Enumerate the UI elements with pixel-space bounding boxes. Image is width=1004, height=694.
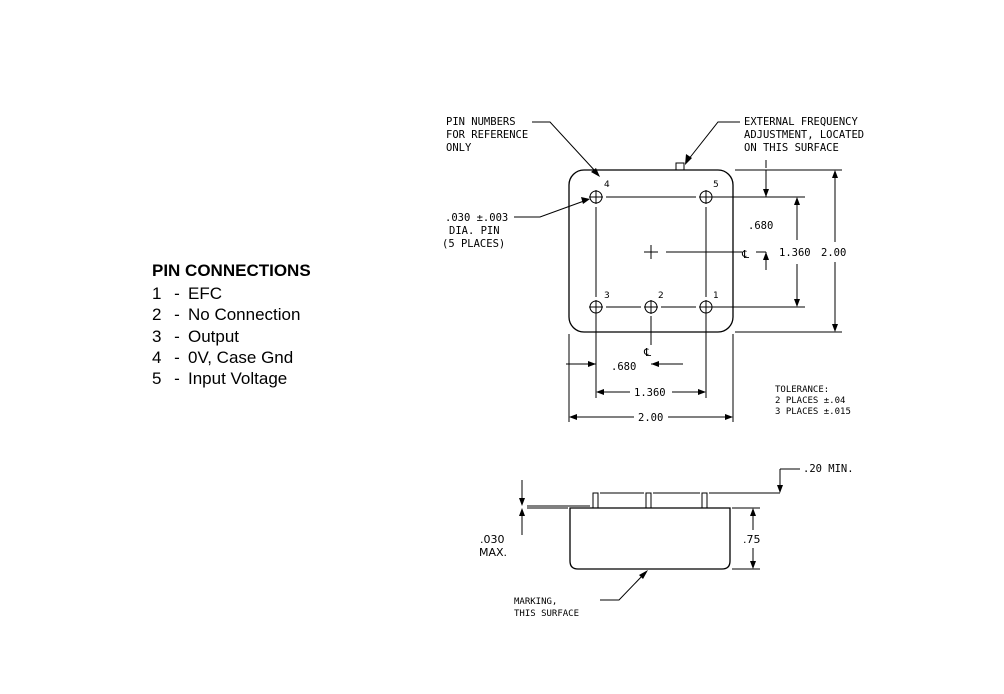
svg-text:(5 PLACES): (5 PLACES) bbox=[442, 238, 505, 250]
pin-numbers-note: PIN NUMBERS bbox=[446, 116, 516, 128]
efc-adjustment-tab bbox=[675, 162, 685, 170]
pin-number: 1 bbox=[152, 284, 162, 303]
centerline-symbol: ℄ bbox=[643, 346, 651, 359]
pin-label: 2 bbox=[658, 291, 664, 301]
pin-label: 3 bbox=[604, 291, 610, 301]
marking-note: MARKING, bbox=[514, 597, 557, 607]
pin-3 bbox=[589, 300, 603, 314]
pin-label: 1 bbox=[713, 291, 719, 301]
pin-4 bbox=[589, 190, 603, 204]
pin-label: 4 bbox=[604, 180, 610, 190]
svg-text:ONLY: ONLY bbox=[446, 142, 472, 154]
pin-connection-item: 5-Input Voltage bbox=[152, 369, 288, 389]
pin-diameter-note: .030 ±.003 bbox=[445, 212, 508, 224]
dim-height: .75 bbox=[743, 533, 761, 546]
dim-200-horizontal: 2.00 bbox=[638, 412, 663, 424]
dim-200-vertical: 2.00 bbox=[821, 247, 846, 259]
centerline-symbol: ℄ bbox=[741, 248, 749, 261]
tolerance-note: TOLERANCE: bbox=[775, 385, 829, 395]
pin-number: 4 bbox=[152, 347, 162, 367]
pin-1 bbox=[699, 300, 713, 314]
side-pin bbox=[701, 492, 708, 509]
pin-connection-item: 3-Output bbox=[152, 326, 240, 346]
pin-connection-item: 1-EFC bbox=[152, 284, 222, 303]
pin-number: 2 bbox=[152, 305, 162, 325]
svg-text:MAX.: MAX. bbox=[479, 546, 507, 559]
pin-label: 5 bbox=[713, 180, 719, 190]
package-outline-side bbox=[569, 507, 731, 570]
svg-text:FOR REFERENCE: FOR REFERENCE bbox=[446, 129, 528, 141]
pin-connection-item: 2-No Connection bbox=[152, 305, 301, 325]
pin-function: Output bbox=[188, 326, 240, 346]
pin-connection-item: 4-0V, Case Gnd bbox=[152, 347, 294, 367]
pin-function: 0V, Case Gnd bbox=[188, 347, 294, 367]
dim-pin-length: .20 MIN. bbox=[803, 463, 854, 475]
top-view: 4 5 3 2 1 PIN NUMBERS FOR REFERENCE ONLY… bbox=[442, 116, 864, 424]
svg-text:ON THIS SURFACE: ON THIS SURFACE bbox=[744, 142, 839, 154]
side-pin bbox=[645, 492, 652, 509]
svg-text:3 PLACES ±.015: 3 PLACES ±.015 bbox=[775, 407, 851, 417]
pin-connections-title: PIN CONNECTIONS bbox=[152, 261, 311, 280]
pin-function: EFC bbox=[188, 284, 222, 303]
dim-680-horizontal: .680 bbox=[611, 361, 636, 373]
dim-1360-horizontal: 1.360 bbox=[634, 387, 666, 399]
pin-number: 5 bbox=[152, 369, 162, 389]
pin-connections-list: 1-EFC 2-No Connection 3-Output 4-0V, Cas… bbox=[152, 283, 300, 389]
dim-1360-vertical: 1.360 bbox=[779, 247, 811, 259]
dim-standoff: .030 bbox=[480, 533, 505, 546]
dim-680-vertical: .680 bbox=[748, 220, 773, 232]
efc-note: EXTERNAL FREQUENCY bbox=[744, 116, 858, 128]
svg-text:2 PLACES ±.04: 2 PLACES ±.04 bbox=[775, 396, 845, 406]
side-view: .20 MIN. .75 .030 MAX. MARKING, THIS SUR… bbox=[479, 463, 854, 619]
pin-function: No Connection bbox=[188, 305, 301, 325]
pin-function: Input Voltage bbox=[188, 369, 288, 389]
pin-2 bbox=[644, 300, 658, 314]
side-pin bbox=[592, 492, 599, 509]
svg-text:DIA. PIN: DIA. PIN bbox=[449, 225, 500, 237]
pin-number: 3 bbox=[152, 326, 162, 346]
pin-5 bbox=[699, 190, 713, 204]
svg-text:ADJUSTMENT, LOCATED: ADJUSTMENT, LOCATED bbox=[744, 129, 864, 141]
svg-text:THIS SURFACE: THIS SURFACE bbox=[514, 609, 579, 619]
